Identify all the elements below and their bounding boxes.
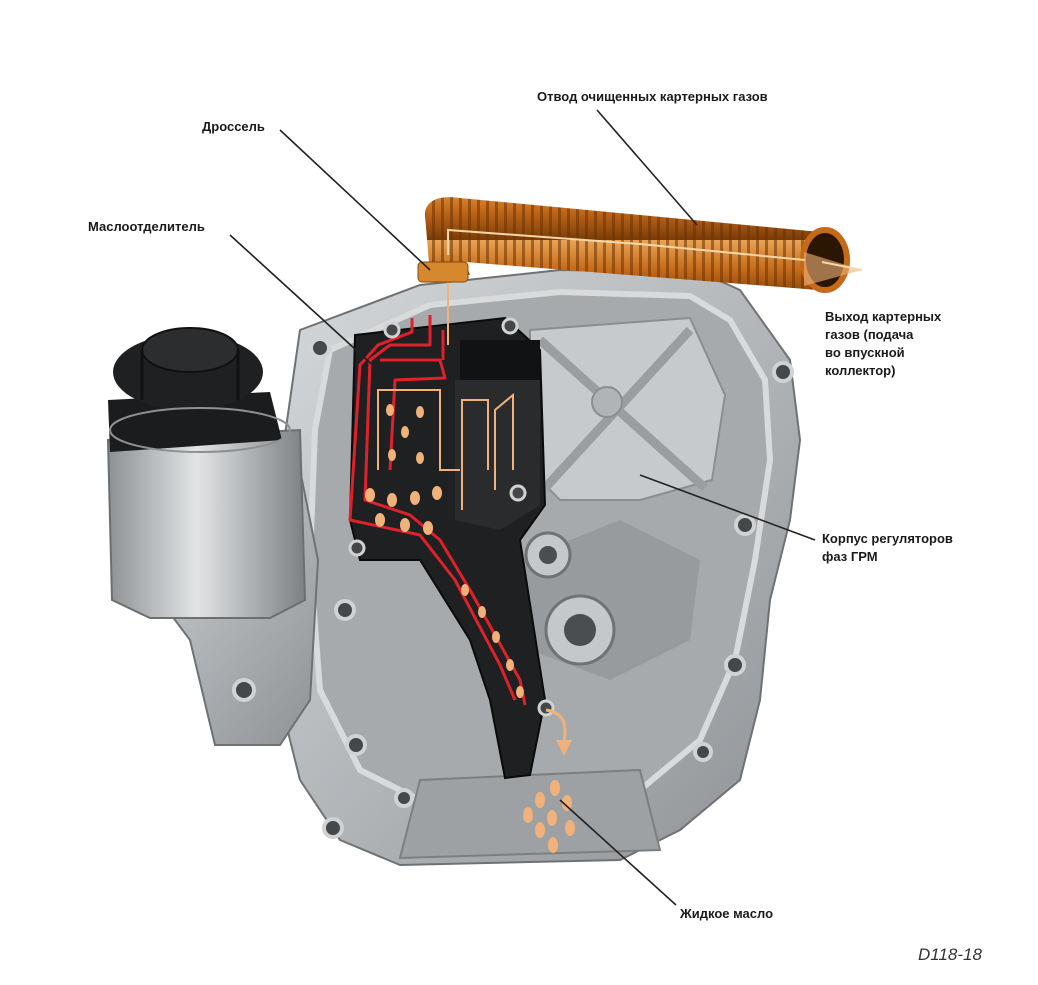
label-vyhod-line3: во впускной <box>825 345 905 360</box>
leader-otvod <box>596 109 698 226</box>
leader-lines <box>229 109 816 906</box>
label-korpus-line2: фаз ГРМ <box>822 549 878 564</box>
leader-korpus <box>639 474 816 541</box>
label-vyhod-line2: газов (подача <box>825 327 914 342</box>
label-vyhod-line1: Выход картерных <box>825 309 942 324</box>
oil-separator <box>348 248 572 780</box>
oil-filter-housing <box>106 327 320 746</box>
breather-hose <box>417 197 863 293</box>
leader-drossel <box>279 129 431 271</box>
liquid-oil-drops <box>523 780 575 853</box>
label-zhidkoe: Жидкое масло <box>680 906 774 921</box>
label-korpus: Корпус регуляторов фаз ГРМ <box>822 530 953 566</box>
label-maslootdelitel: Маслоотделитель <box>88 219 205 234</box>
label-vyhod-line4: коллектор) <box>825 363 896 378</box>
figure-reference: D118-18 <box>918 945 982 964</box>
leader-zhidkoe <box>559 799 677 906</box>
label-vyhod: Выход картерных газов (подача во впускно… <box>825 308 941 380</box>
leader-maslootdelitel <box>229 234 379 371</box>
label-otvod: Отвод очищенных картерных газов <box>537 89 768 104</box>
label-korpus-line1: Корпус регуляторов <box>822 531 953 546</box>
label-drossel: Дроссель <box>202 119 265 134</box>
